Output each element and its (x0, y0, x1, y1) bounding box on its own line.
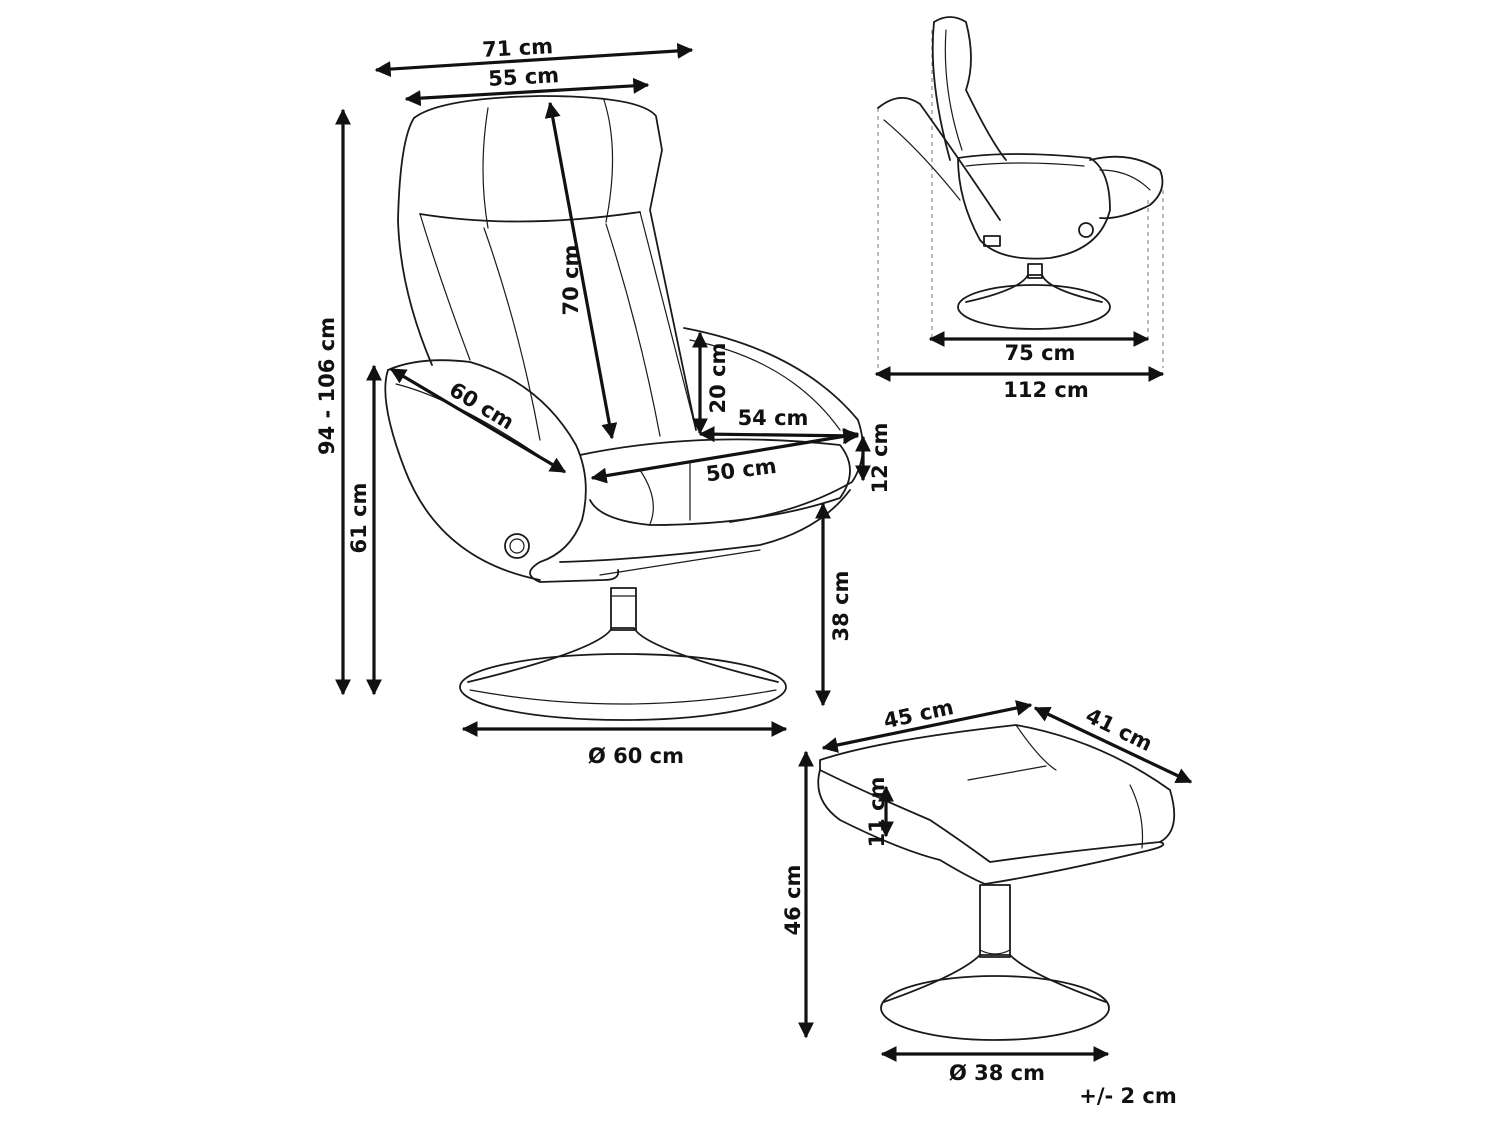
dim-line-armrest-length (389, 367, 567, 474)
label-chair-base: Ø 60 cm (588, 744, 684, 768)
dim-line-seat-width (698, 426, 860, 444)
dimension-labels: 71 cm 55 cm 70 cm 94 - 106 cm 61 cm 60 c… (315, 34, 1177, 1108)
dimension-lines (335, 42, 1193, 1062)
tolerance-note: +/- 2 cm (1079, 1084, 1177, 1108)
dim-line-seat-depth (590, 428, 860, 484)
dim-line-backrest-height (544, 101, 618, 440)
label-seat-thickness: 12 cm (868, 423, 892, 494)
label-backrest-height: 70 cm (559, 245, 583, 316)
label-armrest-height: 61 cm (347, 483, 371, 554)
dim-line-backrest-width (404, 77, 650, 107)
dim-line-chair-width (374, 42, 694, 78)
label-seat-width: 54 cm (738, 406, 809, 430)
label-ottoman-height: 46 cm (781, 865, 805, 936)
label-ottoman-base: Ø 38 cm (949, 1061, 1045, 1085)
label-reclined-depth: 75 cm (1005, 341, 1076, 365)
dim-line-ottoman-width (821, 700, 1033, 753)
label-seat-height: 38 cm (829, 571, 853, 642)
label-armrest-thickness: 20 cm (706, 343, 730, 414)
label-backrest-width: 55 cm (488, 63, 560, 91)
reclined-side-drawing (877, 16, 1164, 368)
label-ottoman-thickness: 11 cm (865, 777, 889, 848)
chair-drawing (384, 95, 864, 721)
label-total-height: 94 - 106 cm (315, 317, 339, 455)
dim-line-ottoman-depth (1033, 706, 1193, 784)
label-reclined-total: 112 cm (1003, 378, 1088, 402)
ottoman-drawing (817, 724, 1176, 1041)
label-chair-width: 71 cm (482, 34, 554, 62)
